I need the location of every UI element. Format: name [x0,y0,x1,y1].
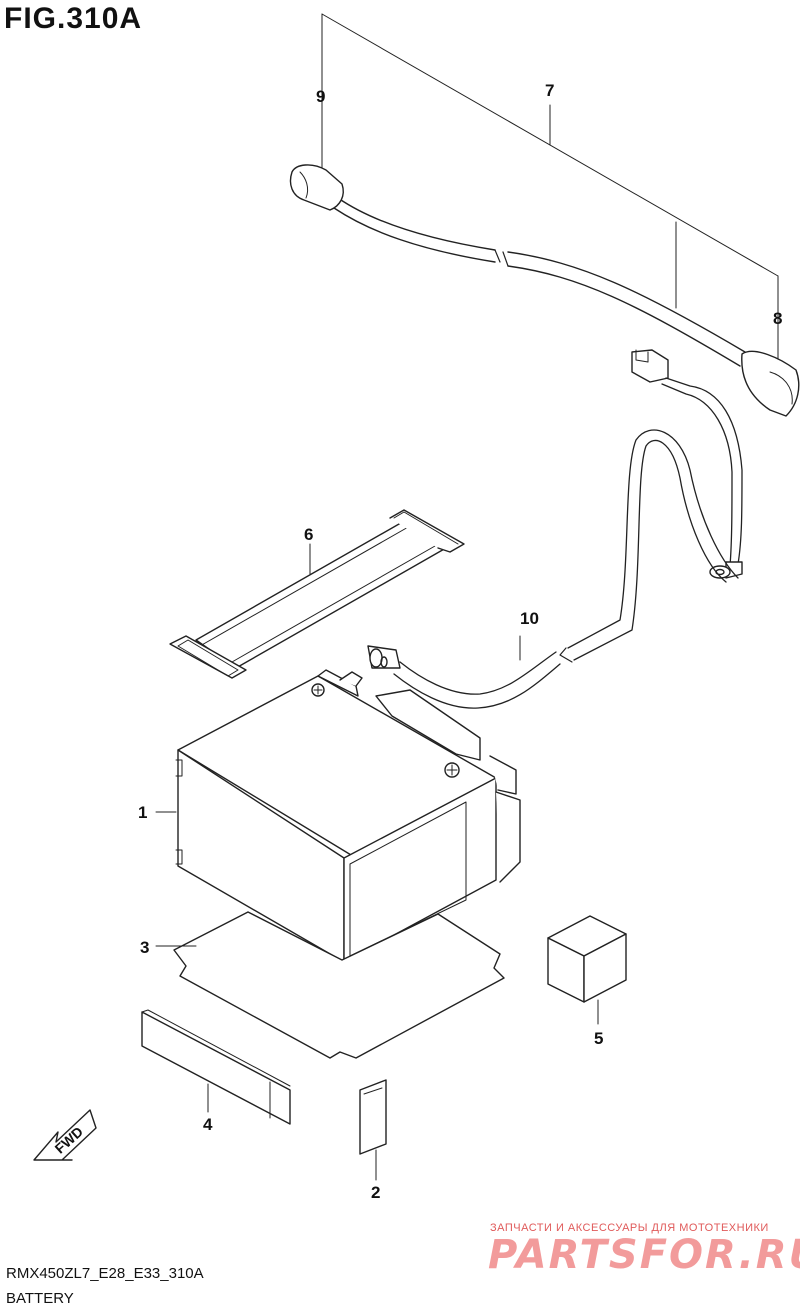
callout-8: 8 [773,309,782,328]
callout-9: 9 [316,87,325,106]
callout-5: 5 [594,1029,603,1048]
watermark-logo: PARTSFOR.RU [488,1232,800,1278]
figure-code: RMX450ZL7_E28_E33_310A [6,1265,204,1282]
figure-title: FIG.310A [4,2,143,35]
callout-7: 7 [545,81,554,100]
caution-label [359,1079,387,1155]
figure-name: BATTERY [6,1290,74,1307]
battery [175,669,521,969]
positive-cable [289,13,800,417]
watermark-tagline: ЗАПЧАСТИ И АКСЕССУАРЫ ДЛЯ МОТОТЕХНИКИ [490,1222,769,1234]
callout-leaders [155,811,599,1181]
callout-10: 10 [520,609,539,628]
cushion-strip [141,1009,291,1125]
callout-6: 6 [304,525,313,544]
battery-band [169,509,465,679]
callout-1: 1 [138,803,147,822]
battery-cover-block [547,915,627,1003]
callout-3: 3 [140,938,149,957]
callout-4: 4 [203,1115,213,1134]
fwd-arrow-icon: FWD [33,1109,97,1161]
callout-numbers: 1 2 3 4 5 6 7 8 9 10 [138,81,782,1202]
callout-2: 2 [371,1183,380,1202]
negative-cable [367,349,743,709]
battery-pad [173,911,505,1059]
